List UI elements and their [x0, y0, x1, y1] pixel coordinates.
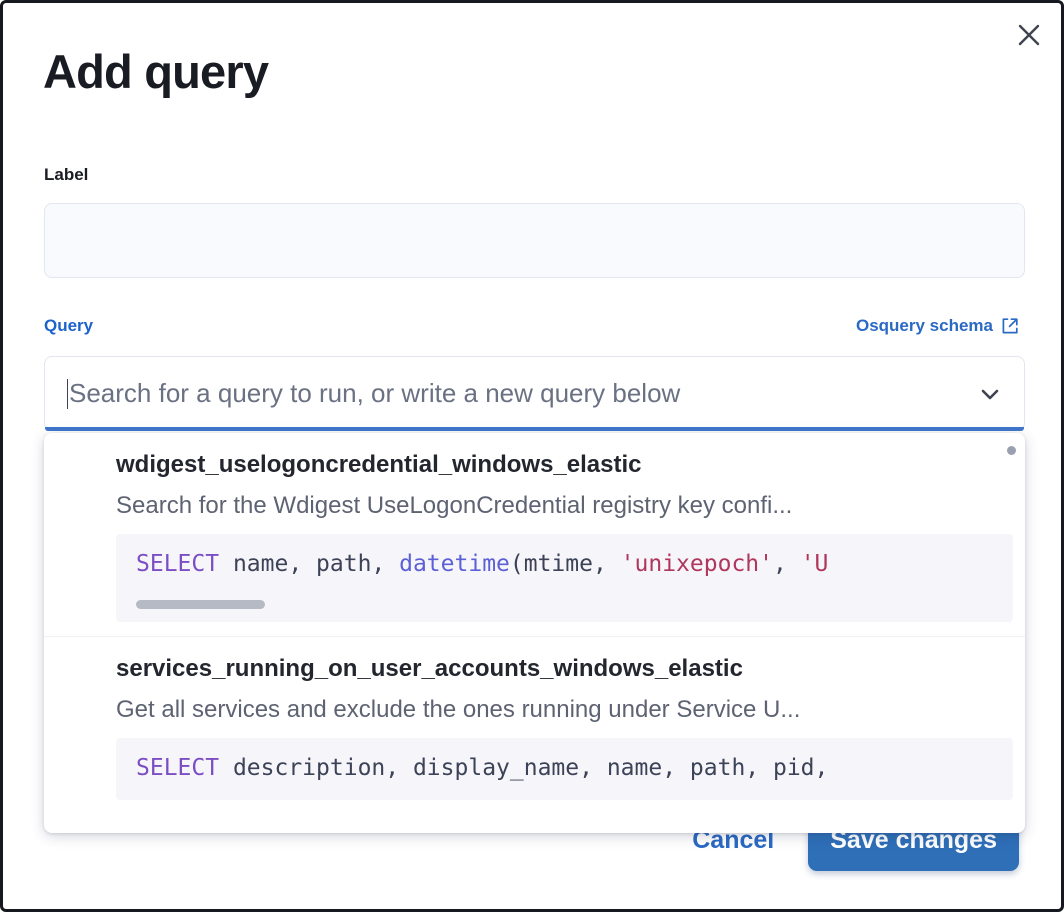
label-input[interactable]	[44, 203, 1025, 278]
label-field-label: Label	[44, 165, 89, 184]
query-suggestions-list: wdigest_uselogoncredential_windows_elast…	[44, 433, 1025, 833]
query-search-combobox[interactable]: Search for a query to run, or write a ne…	[44, 356, 1025, 431]
osquery-schema-label: Osquery schema	[855, 316, 993, 335]
query-field-label[interactable]: Query	[44, 316, 94, 335]
external-link-icon	[1000, 316, 1020, 336]
dropdown-scrollbar-thumb[interactable]	[1007, 446, 1016, 455]
suggestion-description: Search for the Wdigest UseLogonCredentia…	[116, 492, 793, 519]
suggestion-description: Get all services and exclude the ones ru…	[116, 696, 801, 723]
code-scrollbar-thumb[interactable]	[136, 600, 265, 609]
close-icon[interactable]	[1009, 15, 1049, 55]
list-item[interactable]: wdigest_uselogoncredential_windows_elast…	[44, 433, 1025, 636]
osquery-schema-link[interactable]: Osquery schema	[856, 316, 1020, 336]
chevron-down-icon[interactable]	[976, 380, 1004, 408]
suggestion-title: wdigest_uselogoncredential_windows_elast…	[116, 451, 642, 478]
list-item[interactable]: services_running_on_user_accounts_window…	[44, 636, 1025, 814]
suggestion-title: services_running_on_user_accounts_window…	[116, 655, 743, 682]
suggestion-sql-code: SELECT name, path, datetime(mtime, 'unix…	[116, 534, 1013, 622]
query-suggestions-dropdown: wdigest_uselogoncredential_windows_elast…	[44, 433, 1025, 833]
suggestion-sql-code: SELECT description, display_name, name, …	[116, 738, 1013, 800]
query-search-placeholder: Search for a query to run, or write a ne…	[69, 378, 681, 408]
text-caret	[67, 378, 68, 409]
page-title: Add query	[43, 45, 269, 98]
